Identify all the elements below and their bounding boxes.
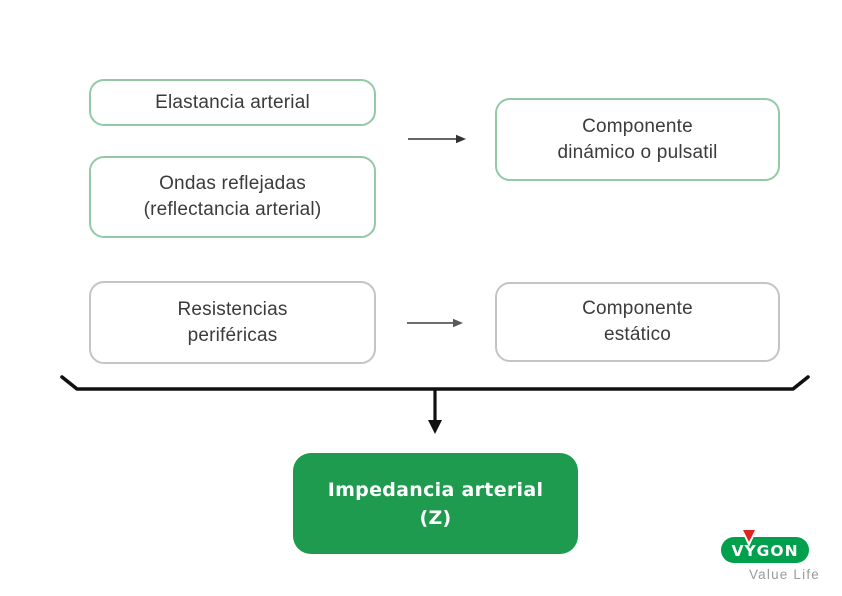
node-componente-estatico: Componente estático (495, 282, 780, 362)
node-label-line: (reflectancia arterial) (143, 199, 322, 220)
node-label-line: Componente (582, 115, 693, 137)
node-componente-dinamico: Componente dinámico o pulsatil (495, 98, 780, 181)
node-impedancia-arterial: Impedancia arterial (Z) (293, 453, 578, 554)
result-label-line: Impedancia arterial (327, 478, 544, 501)
node-resistencias-perifericas: Resistencias periféricas (89, 281, 376, 364)
node-label-line: Ondas reflejadas (159, 173, 306, 194)
result-label-line: (Z) (419, 506, 452, 529)
logo-triangle-icon (743, 530, 755, 542)
arrow-right-icon (407, 318, 463, 328)
vygon-logo: VYGON Value Life (721, 527, 820, 582)
node-label-line: estático (603, 324, 672, 345)
logo-pill-shape (721, 537, 809, 563)
logo-tagline: Value Life (749, 567, 820, 582)
node-label-line: periféricas (187, 324, 278, 346)
arrow-down-icon (428, 389, 442, 434)
node-ondas-reflejadas: Ondas reflejadas (reflectancia arterial) (89, 156, 376, 238)
logo-brand: VYGON (731, 542, 798, 560)
arrow-right-icon (408, 134, 466, 144)
brace-icon (60, 375, 810, 391)
node-label-line: Elastancia arterial (155, 91, 310, 113)
node-label-line: Componente (582, 298, 693, 319)
node-label-line: dinámico o pulsatil (557, 141, 718, 163)
node-elastancia-arterial: Elastancia arterial (89, 79, 376, 126)
node-label-line: Resistencias (177, 298, 288, 320)
